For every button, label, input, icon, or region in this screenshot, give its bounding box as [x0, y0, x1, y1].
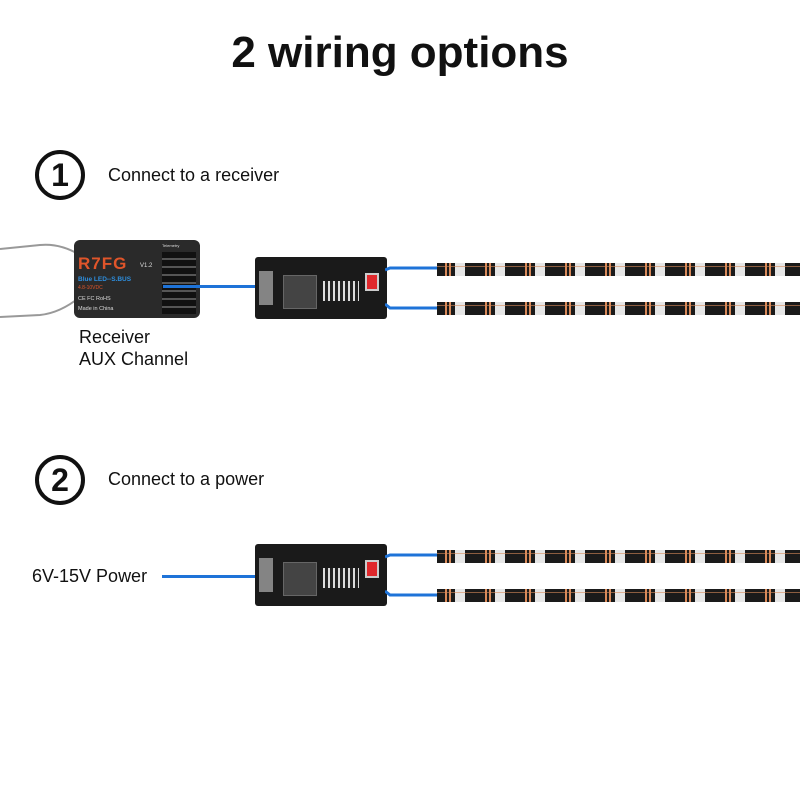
receiver-led: Blue LED--S.BUS: [78, 276, 132, 283]
wire-power-module: [162, 575, 255, 578]
receiver-label: Receiver: [79, 327, 151, 347]
step-1-text: Connect to a receiver: [108, 165, 280, 185]
led-strip: [437, 302, 800, 315]
wires-to-strips-2: [385, 553, 440, 597]
receiver: R7FG V1.2 Blue LED--S.BUS 4.8-10VDC CE F…: [74, 240, 200, 318]
power-label: 6V-15V Power: [32, 566, 148, 586]
aux-channel-label: AUX Channel: [79, 349, 189, 369]
controller-module-2: [255, 544, 387, 606]
receiver-cert: CE FC RoHS: [78, 296, 111, 302]
receiver-model: R7FG: [78, 254, 128, 273]
receiver-pins: [162, 252, 196, 314]
led-strip: [437, 589, 800, 602]
step-number-1: 1: [35, 150, 85, 200]
receiver-telemetry: Telemetry: [162, 243, 180, 248]
led-strip: [437, 263, 800, 276]
page-title: 2 wiring options: [231, 28, 569, 77]
receiver-made: Made in China: [78, 306, 114, 312]
receiver-version: V1.2: [140, 263, 153, 269]
led-strip: [437, 550, 800, 563]
receiver-voltage: 4.8-10VDC: [78, 285, 103, 291]
controller-module-1: [255, 257, 387, 319]
wire-receiver-module: [163, 285, 255, 288]
step-2-text: Connect to a power: [108, 469, 265, 489]
wires-to-strips-1: [385, 266, 440, 310]
step-number-2: 2: [35, 455, 85, 505]
